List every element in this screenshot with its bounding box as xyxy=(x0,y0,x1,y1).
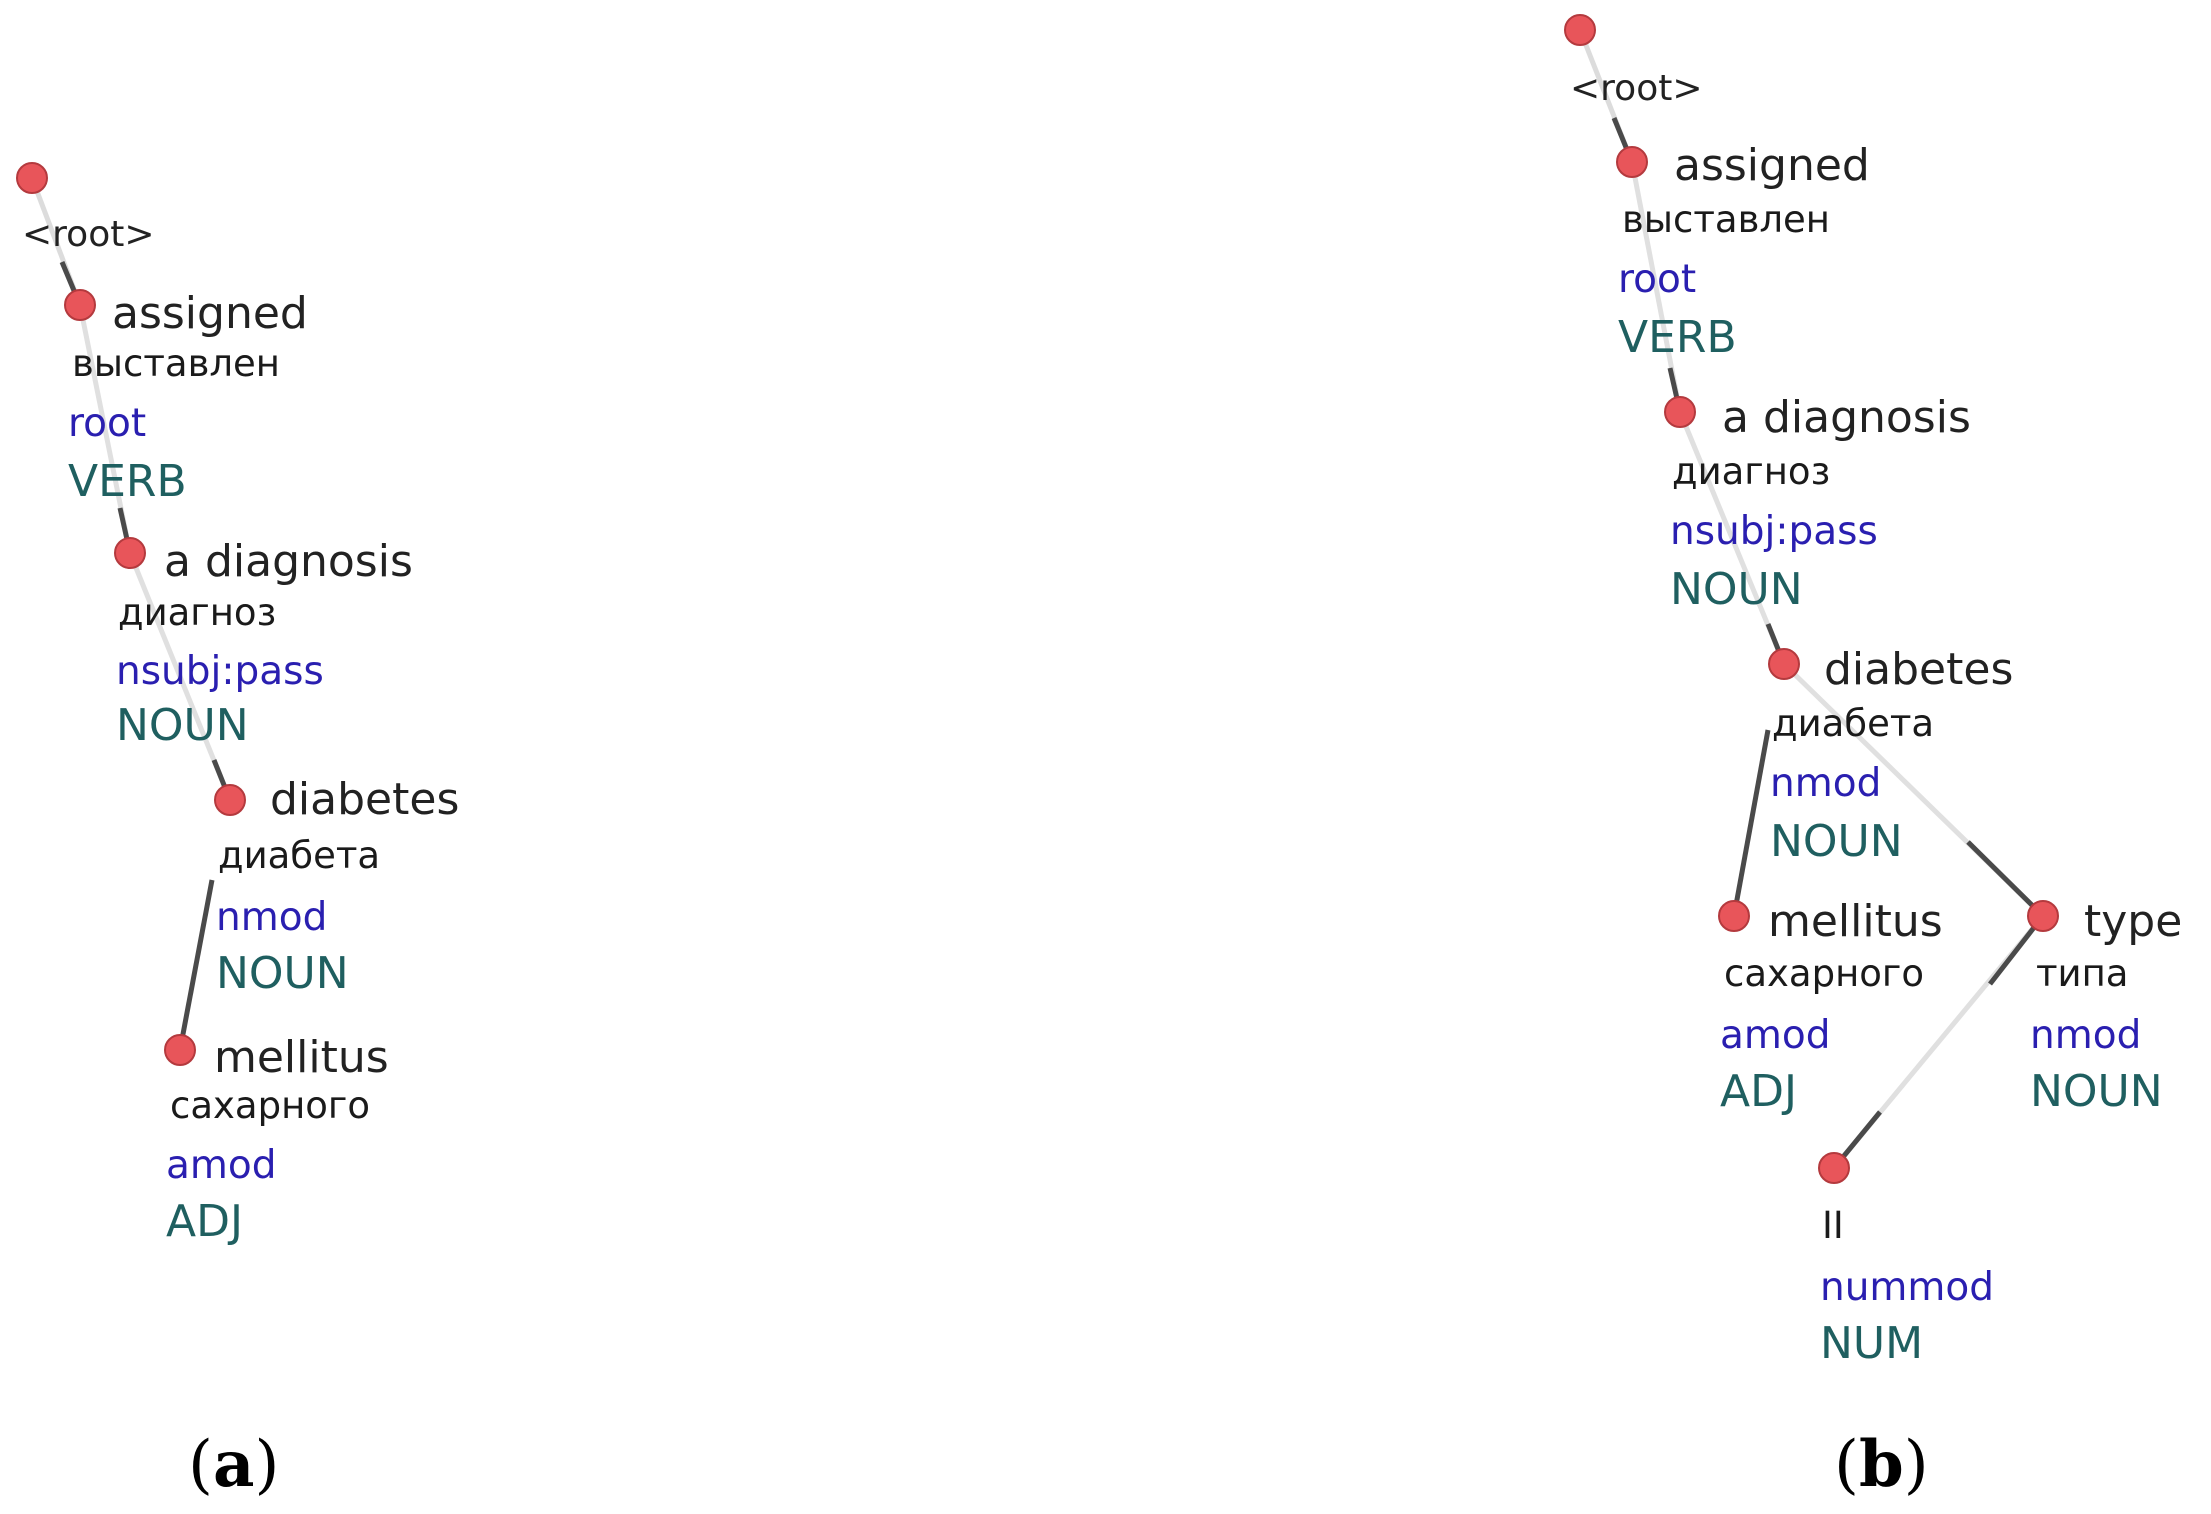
node-relation: nummod xyxy=(1820,1265,1994,1310)
edge-diabetes-mellitus xyxy=(177,879,215,1051)
tree-node-diabetes xyxy=(214,784,246,816)
node-translation: диабета xyxy=(218,834,380,877)
node-pos: NOUN xyxy=(1770,816,1903,867)
node-relation: root xyxy=(1618,257,1696,302)
node-pos: NUM xyxy=(1820,1318,1923,1369)
edge-diabetes-mellitus xyxy=(1731,729,1771,917)
tree-node-mellitus xyxy=(1718,900,1750,932)
node-pos: VERB xyxy=(1618,312,1737,363)
node-relation: nmod xyxy=(216,895,327,940)
root-label: <root> xyxy=(1570,68,1703,109)
node-translation: II xyxy=(1822,1204,1844,1247)
node-translation: диагноз xyxy=(1672,450,1830,493)
node-pos: NOUN xyxy=(2030,1066,2163,1117)
node-relation: amod xyxy=(166,1143,277,1188)
node-word: diabetes xyxy=(270,774,459,825)
node-pos: ADJ xyxy=(166,1196,243,1247)
node-pos: NOUN xyxy=(116,700,249,751)
tree-node-assigned xyxy=(1616,146,1648,178)
node-translation: диабета xyxy=(1772,702,1934,745)
caption-close-paren: ) xyxy=(1904,1428,1929,1502)
tree-node-root xyxy=(1564,14,1596,46)
node-relation: nmod xyxy=(1770,761,1881,806)
node-relation: nmod xyxy=(2030,1013,2141,1058)
edge-diagnosis-diabetes xyxy=(127,552,233,801)
tree-node-numeral xyxy=(1818,1152,1850,1184)
node-word: type xyxy=(2084,896,2182,947)
panel-caption: (a) xyxy=(188,1427,279,1502)
node-word: diabetes xyxy=(1824,644,2013,695)
node-translation: сахарного xyxy=(1724,952,1924,995)
node-translation: типа xyxy=(2036,952,2128,995)
node-word: mellitus xyxy=(1768,896,1943,947)
tree-node-root xyxy=(16,162,48,194)
node-word: a diagnosis xyxy=(164,536,413,587)
root-label: <root> xyxy=(22,214,155,255)
caption-letter: b xyxy=(1859,1427,1904,1502)
node-translation: сахарного xyxy=(170,1084,370,1127)
tree-node-mellitus xyxy=(164,1034,196,1066)
edge-diagnosis-diabetes xyxy=(1677,411,1787,665)
node-word: assigned xyxy=(1674,140,1870,191)
node-word: a diagnosis xyxy=(1722,392,1971,443)
node-pos: NOUN xyxy=(216,948,349,999)
node-relation: amod xyxy=(1720,1013,1831,1058)
caption-open-paren: ( xyxy=(188,1428,213,1502)
panel-a: <root> assigned выставлен root VERB a di… xyxy=(16,162,459,1502)
node-word: mellitus xyxy=(214,1032,389,1083)
node-translation: выставлен xyxy=(72,342,280,385)
node-translation: выставлен xyxy=(1622,198,1830,241)
node-pos: NOUN xyxy=(1670,564,1803,615)
tree-node-assigned xyxy=(64,289,96,321)
node-pos: VERB xyxy=(68,456,187,507)
panel-caption: (b) xyxy=(1834,1427,1929,1502)
caption-open-paren: ( xyxy=(1834,1428,1859,1502)
panel-b: <root> assigned выставлен root VERB a di… xyxy=(1564,14,2182,1502)
tree-node-diagnosis xyxy=(1664,396,1696,428)
edge-diabetes-type-dark xyxy=(1966,840,2045,918)
node-word: assigned xyxy=(112,288,308,339)
tree-node-diagnosis xyxy=(114,537,146,569)
tree-node-diabetes xyxy=(1768,648,1800,680)
node-translation: диагноз xyxy=(118,591,276,634)
tree-node-type xyxy=(2027,900,2059,932)
caption-letter: a xyxy=(213,1427,254,1502)
node-pos: ADJ xyxy=(1720,1066,1797,1117)
node-relation: nsubj:pass xyxy=(1670,509,1878,554)
caption-close-paren: ) xyxy=(254,1428,279,1502)
node-relation: nsubj:pass xyxy=(116,649,324,694)
node-relation: root xyxy=(68,401,146,446)
